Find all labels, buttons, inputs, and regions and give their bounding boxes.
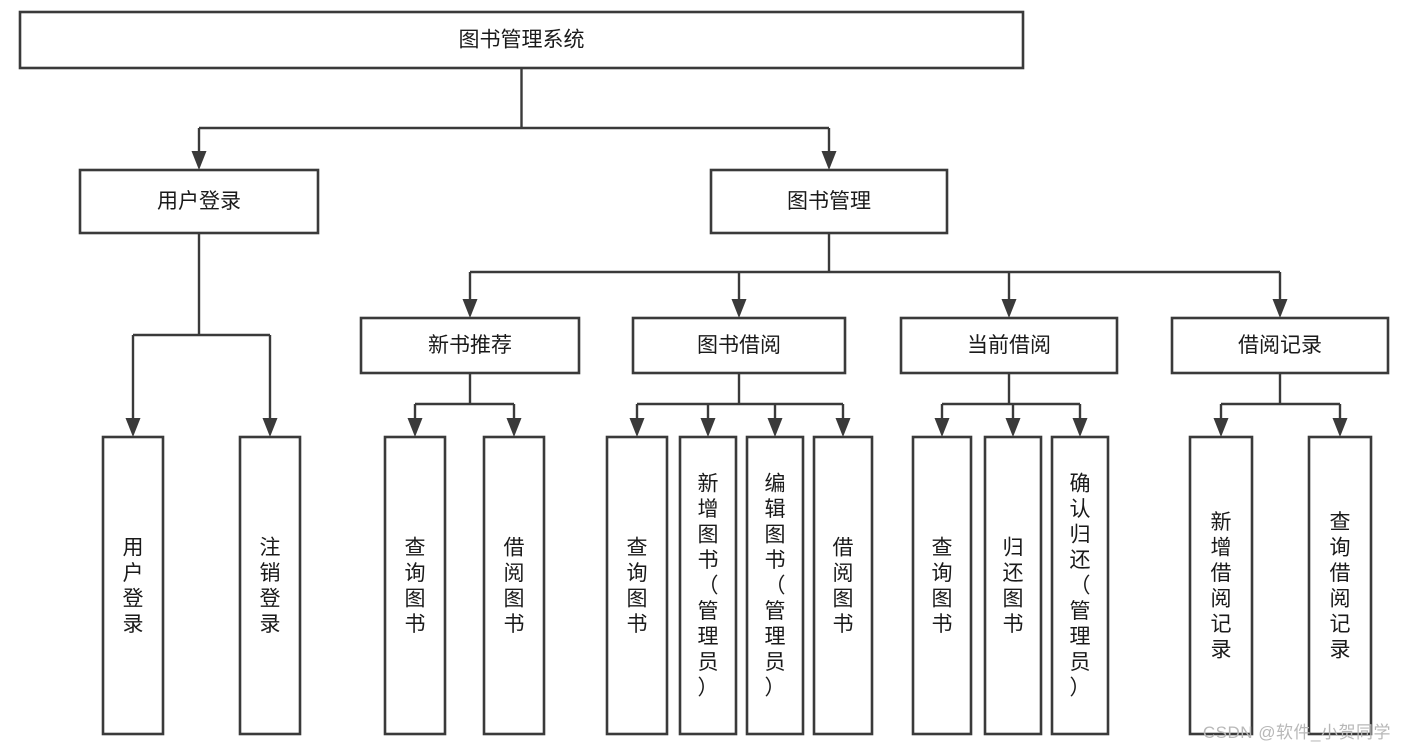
node-rect <box>709 168 949 235</box>
node-rect <box>1050 435 1110 736</box>
arrow-head-icon <box>462 299 478 318</box>
node-rect <box>678 435 738 736</box>
node-leaf-query-book-rec[interactable]: 查询图书 <box>383 435 447 736</box>
node-label: 借阅图书 <box>833 536 854 636</box>
node-label: 查询图书 <box>405 536 426 636</box>
node-rect <box>482 435 546 736</box>
node-rect <box>1188 435 1254 736</box>
node-label: 用户登录 <box>157 190 241 213</box>
node-rect <box>383 435 447 736</box>
node-leaf-return-book[interactable]: 归还图书 <box>983 435 1043 736</box>
arrow-head-icon <box>262 418 278 437</box>
arrow-head-icon <box>1332 418 1348 437</box>
node-rect <box>605 435 669 736</box>
node-rect <box>1170 316 1390 375</box>
node-rect <box>78 168 320 235</box>
arrow-head-icon <box>629 418 645 437</box>
node-leaf-edit-book-admin[interactable]: 编辑图书（管理员） <box>745 435 805 736</box>
node-rect <box>812 435 874 736</box>
arrow-head-icon <box>1001 299 1017 318</box>
node-rect <box>101 435 165 736</box>
arrow-head-icon <box>934 418 950 437</box>
node-label: 编辑图书（管理员） <box>765 473 786 700</box>
node-leaf-query-book-borrow[interactable]: 查询图书 <box>605 435 669 736</box>
node-borrow-record[interactable]: 借阅记录 <box>1170 316 1390 375</box>
arrow-head-icon <box>1005 418 1021 437</box>
node-root-system[interactable]: 图书管理系统 <box>18 10 1025 70</box>
node-label: 查询借阅记录 <box>1330 511 1351 662</box>
arrow-head-icon <box>191 151 207 170</box>
arrow-head-icon <box>1213 418 1229 437</box>
arrow-head-icon <box>1072 418 1088 437</box>
node-user-login[interactable]: 用户登录 <box>78 168 320 235</box>
node-label: 图书管理 <box>787 190 871 213</box>
node-label: 借阅图书 <box>504 536 525 636</box>
node-leaf-user-login[interactable]: 用户登录 <box>101 435 165 736</box>
node-current-borrow[interactable]: 当前借阅 <box>899 316 1119 375</box>
node-leaf-borrow-book-rec[interactable]: 借阅图书 <box>482 435 546 736</box>
node-label: 图书管理系统 <box>459 29 585 52</box>
watermark-text: CSDN @软件_小贺同学 <box>1202 723 1391 742</box>
node-label: 新增借阅记录 <box>1211 511 1232 662</box>
connectors-layer <box>125 68 1348 437</box>
node-leaf-confirm-return-admin[interactable]: 确认归还（管理员） <box>1050 435 1110 736</box>
arrow-head-icon <box>506 418 522 437</box>
arrow-head-icon <box>1272 299 1288 318</box>
node-book-manage[interactable]: 图书管理 <box>709 168 949 235</box>
node-rect <box>983 435 1043 736</box>
node-rect <box>631 316 847 375</box>
node-rect <box>911 435 973 736</box>
arrow-head-icon <box>125 418 141 437</box>
node-label: 新书推荐 <box>428 334 512 357</box>
node-label: 图书借阅 <box>697 334 781 357</box>
node-rect <box>745 435 805 736</box>
nodes-layer: 图书管理系统用户登录图书管理新书推荐图书借阅当前借阅借阅记录用户登录注销登录查询… <box>18 10 1390 736</box>
node-new-book-rec[interactable]: 新书推荐 <box>359 316 581 375</box>
node-label: 归还图书 <box>1003 536 1024 636</box>
node-book-borrow[interactable]: 图书借阅 <box>631 316 847 375</box>
node-rect <box>899 316 1119 375</box>
node-leaf-user-logout[interactable]: 注销登录 <box>238 435 302 736</box>
node-rect <box>238 435 302 736</box>
node-rect <box>18 10 1025 70</box>
arrow-head-icon <box>731 299 747 318</box>
node-label: 注销登录 <box>260 536 281 636</box>
node-label: 借阅记录 <box>1238 334 1322 357</box>
arrow-head-icon <box>767 418 783 437</box>
node-leaf-query-borrow-record[interactable]: 查询借阅记录 <box>1307 435 1373 736</box>
node-label: 用户登录 <box>123 536 144 636</box>
node-label: 当前借阅 <box>967 334 1051 357</box>
node-label: 查询图书 <box>627 536 648 636</box>
node-leaf-query-book-current[interactable]: 查询图书 <box>911 435 973 736</box>
node-label: 新增图书（管理员） <box>698 473 719 700</box>
node-leaf-borrow-book[interactable]: 借阅图书 <box>812 435 874 736</box>
arrow-head-icon <box>407 418 423 437</box>
arrow-head-icon <box>700 418 716 437</box>
node-label: 查询图书 <box>932 536 953 636</box>
arrow-head-icon <box>821 151 837 170</box>
node-rect <box>1307 435 1373 736</box>
arrow-head-icon <box>835 418 851 437</box>
node-rect <box>359 316 581 375</box>
node-label: 确认归还（管理员） <box>1070 473 1091 700</box>
node-leaf-add-borrow-record[interactable]: 新增借阅记录 <box>1188 435 1254 736</box>
node-leaf-add-book-admin[interactable]: 新增图书（管理员） <box>678 435 738 736</box>
